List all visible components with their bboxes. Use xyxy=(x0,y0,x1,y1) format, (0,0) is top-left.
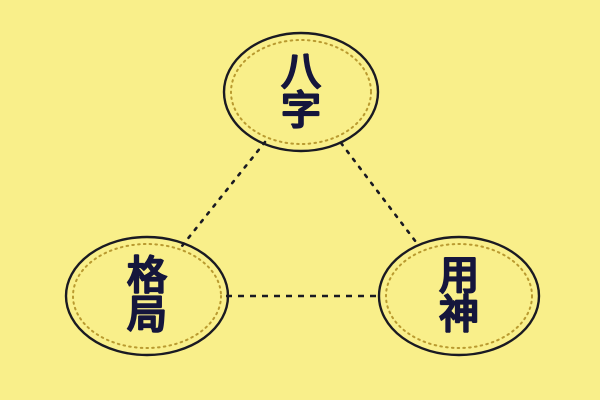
node-circle-geju[interactable] xyxy=(64,235,230,357)
connector-bazi-yongshen xyxy=(339,141,421,248)
node-inner-ring-bazi xyxy=(230,39,372,145)
connector-bazi-geju xyxy=(180,140,267,248)
node-circle-bazi[interactable] xyxy=(222,31,380,153)
node-circle-yongshen[interactable] xyxy=(377,235,541,357)
node-inner-ring-yongshen xyxy=(385,243,533,349)
node-inner-ring-geju xyxy=(72,243,222,349)
